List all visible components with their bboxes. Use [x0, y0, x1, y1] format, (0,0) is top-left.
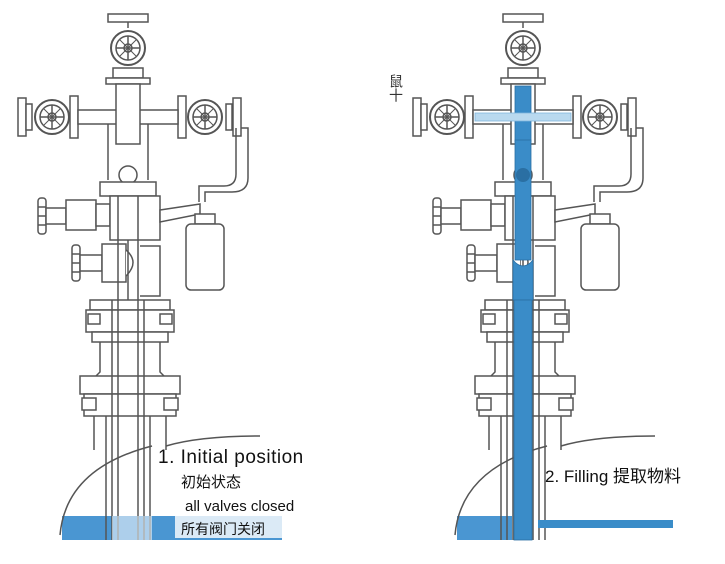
left-assembly [18, 14, 315, 540]
side-mark: 鼠十 [388, 74, 404, 102]
right-liquid [457, 516, 512, 540]
all-valves-closed-note-cn: 所有阀门关闭 [181, 521, 265, 537]
all-valves-closed-note: all valves closed [185, 498, 295, 515]
initial-position-title-cn: 初始状态 [181, 474, 242, 491]
initial-position-title: 1. Initial position [158, 447, 304, 468]
right-assembly [413, 14, 673, 540]
filling-title: 2. Filling 提取物料 [545, 467, 682, 486]
discharge-line [538, 520, 673, 528]
